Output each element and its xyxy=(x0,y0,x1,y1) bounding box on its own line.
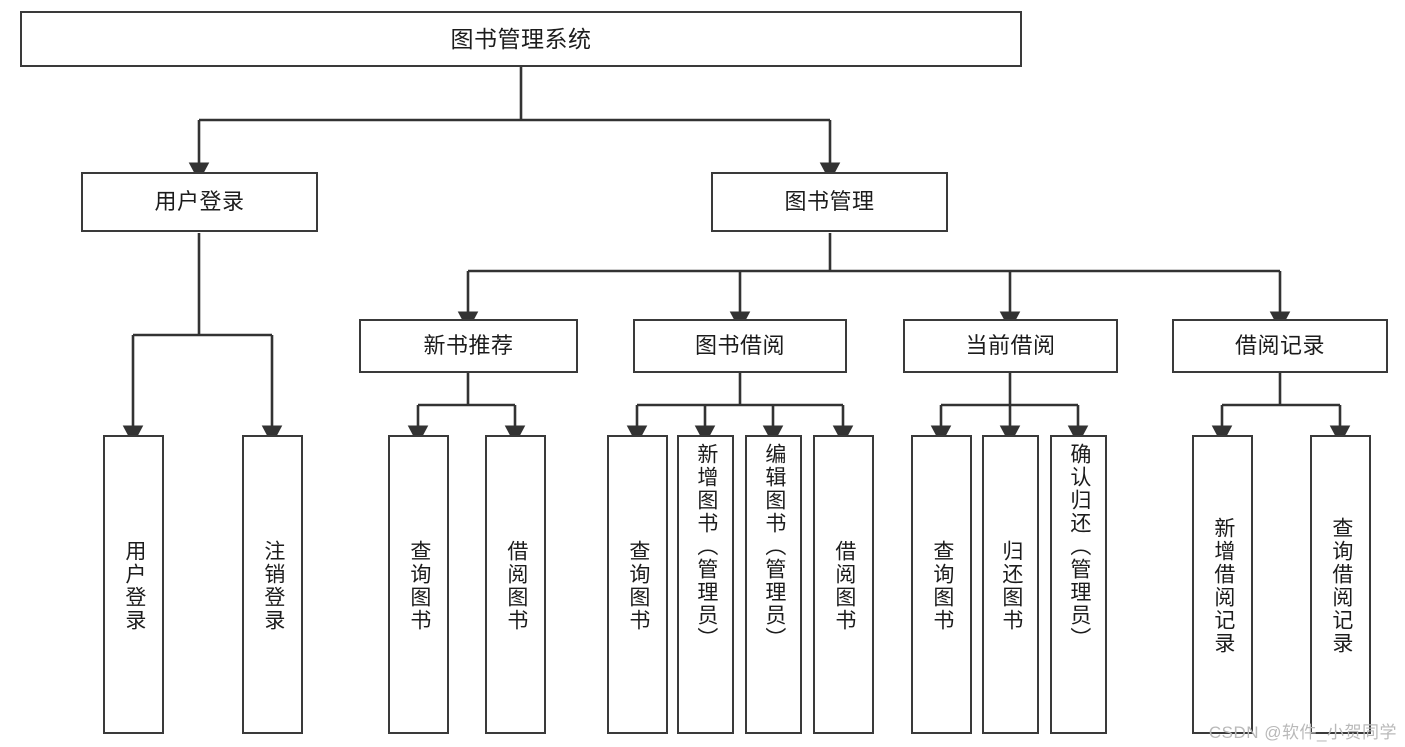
node-leaf-borrow-borrow-book-label: 借阅图书 xyxy=(832,539,856,632)
node-root-system[interactable]: 图书管理系统 xyxy=(20,11,1022,67)
node-leaf-current-query-book-label: 查询图书 xyxy=(930,539,954,632)
node-leaf-user-login-login[interactable]: 用户登录 xyxy=(103,435,164,734)
node-leaf-record-add-record[interactable]: 新增借阅记录 xyxy=(1192,435,1253,734)
node-book-borrow[interactable]: 图书借阅 xyxy=(633,319,847,373)
node-leaf-borrow-edit-book-label: 编辑图书（管理员） xyxy=(762,443,786,650)
node-user-login-label: 用户登录 xyxy=(154,189,245,215)
node-leaf-current-return-book[interactable]: 归还图书 xyxy=(982,435,1039,734)
node-leaf-newbook-query-book[interactable]: 查询图书 xyxy=(388,435,449,734)
node-leaf-newbook-query-book-label: 查询图书 xyxy=(407,539,431,632)
node-leaf-borrow-borrow-book[interactable]: 借阅图书 xyxy=(813,435,874,734)
node-leaf-record-add-record-label: 新增借阅记录 xyxy=(1211,516,1235,655)
node-borrow-record[interactable]: 借阅记录 xyxy=(1172,319,1388,373)
node-leaf-record-query-record[interactable]: 查询借阅记录 xyxy=(1310,435,1371,734)
node-book-borrow-label: 图书借阅 xyxy=(694,333,785,359)
node-leaf-user-login-logout-label: 注销登录 xyxy=(261,539,285,632)
node-leaf-current-confirm-return[interactable]: 确认归还（管理员） xyxy=(1050,435,1107,734)
node-leaf-borrow-query-book[interactable]: 查询图书 xyxy=(607,435,668,734)
node-leaf-current-confirm-return-label: 确认归还（管理员） xyxy=(1067,443,1091,650)
node-leaf-current-query-book[interactable]: 查询图书 xyxy=(911,435,972,734)
node-root-system-label: 图书管理系统 xyxy=(450,25,592,52)
node-leaf-newbook-borrow-book-label: 借阅图书 xyxy=(504,539,528,632)
csdn-watermark: CSDN @软件_小贺同学 xyxy=(1208,723,1397,742)
node-leaf-borrow-add-book-label: 新增图书（管理员） xyxy=(694,443,718,650)
node-leaf-borrow-query-book-label: 查询图书 xyxy=(626,539,650,632)
node-leaf-newbook-borrow-book[interactable]: 借阅图书 xyxy=(485,435,546,734)
node-leaf-current-return-book-label: 归还图书 xyxy=(999,539,1023,632)
node-leaf-record-query-record-label: 查询借阅记录 xyxy=(1329,516,1353,655)
node-borrow-record-label: 借阅记录 xyxy=(1234,333,1325,359)
node-new-book-recommend-label: 新书推荐 xyxy=(423,333,514,359)
node-current-borrow-label: 当前借阅 xyxy=(965,333,1056,359)
node-user-login[interactable]: 用户登录 xyxy=(81,172,318,232)
node-new-book-recommend[interactable]: 新书推荐 xyxy=(359,319,578,373)
node-leaf-borrow-add-book[interactable]: 新增图书（管理员） xyxy=(677,435,734,734)
node-leaf-user-login-login-label: 用户登录 xyxy=(122,539,146,632)
node-leaf-borrow-edit-book[interactable]: 编辑图书（管理员） xyxy=(745,435,802,734)
node-leaf-user-login-logout[interactable]: 注销登录 xyxy=(242,435,303,734)
node-book-management[interactable]: 图书管理 xyxy=(711,172,948,232)
node-book-management-label: 图书管理 xyxy=(784,189,875,215)
node-current-borrow[interactable]: 当前借阅 xyxy=(903,319,1118,373)
